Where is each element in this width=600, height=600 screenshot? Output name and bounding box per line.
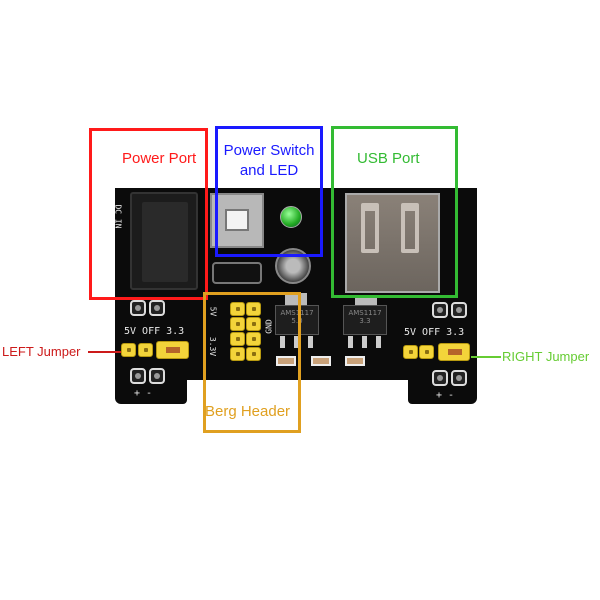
power-port-box	[89, 128, 208, 300]
berg-header-label: Berg Header	[205, 403, 291, 420]
regulator-3v3: AMS1117 3.3	[343, 305, 387, 335]
usb-port-box	[331, 126, 458, 298]
power-switch-box	[215, 126, 323, 257]
power-switch-label: Power Switch and LED	[223, 142, 315, 179]
left-jumper-leader-line	[88, 351, 121, 353]
usb-port[interactable]	[345, 193, 440, 293]
right-jumper-label: RIGHT Jumper	[502, 349, 590, 364]
dc-jack	[130, 192, 198, 290]
right-jumper-text: 5V OFF 3.3	[404, 327, 465, 338]
right-polarity: + -	[436, 390, 455, 401]
left-polarity: + -	[134, 388, 153, 399]
right-jumper-leader-line	[471, 356, 501, 358]
diode	[212, 262, 262, 284]
power-led	[280, 206, 302, 228]
power-switch[interactable]	[210, 193, 264, 248]
regulator-5v: AMS1117 5.0	[275, 305, 319, 335]
left-jumper-label: LEFT Jumper	[2, 344, 81, 359]
left-jumper-text: 5V OFF 3.3	[124, 326, 185, 337]
power-port-label: Power Port	[122, 150, 197, 167]
berg-header-box	[203, 292, 301, 433]
usb-port-label: USB Port	[357, 150, 420, 167]
